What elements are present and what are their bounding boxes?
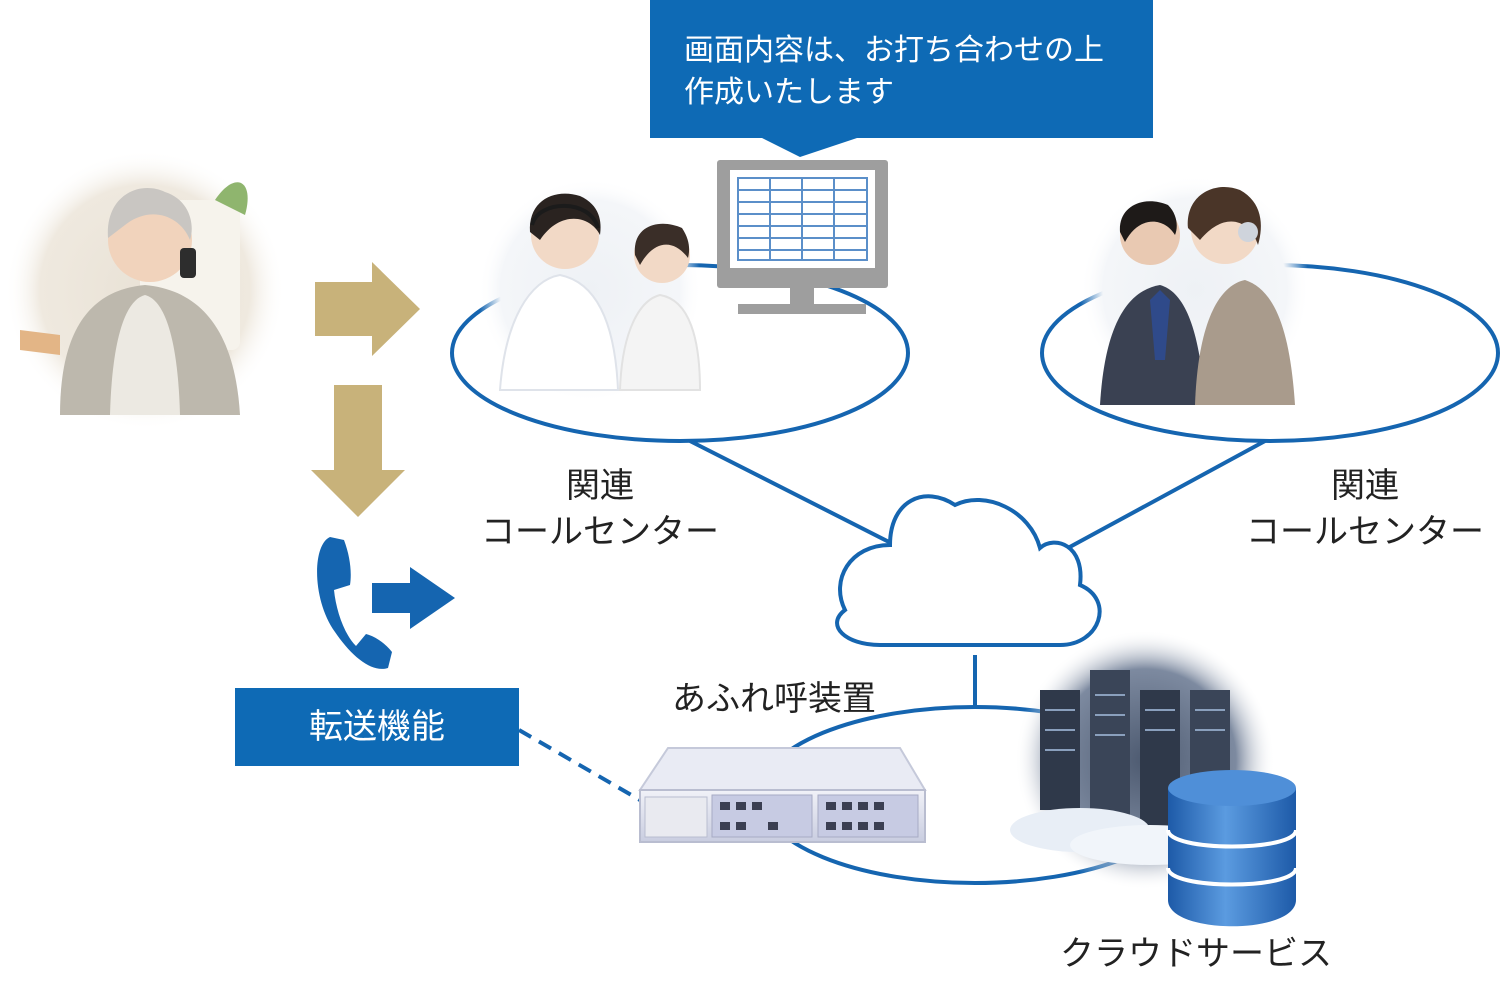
arrow-down-icon	[311, 385, 405, 517]
overflow-device-label: あふれ呼装置	[672, 679, 876, 719]
server-device-icon	[638, 747, 927, 843]
arrow-right-icon	[315, 262, 420, 356]
call-center-right-label-2: コールセンター	[1246, 512, 1484, 552]
operators-left-photo	[478, 178, 702, 402]
link-right-to-cloud	[1054, 439, 1266, 557]
call-center-left-label-1: 関連	[566, 466, 634, 506]
caller-photo	[5, 150, 285, 430]
call-center-right-label-1: 関連	[1331, 466, 1399, 506]
link-transfer-dashed	[517, 728, 642, 802]
cloud-icon	[835, 494, 1102, 647]
callout-tail	[760, 137, 860, 157]
screen-content-callout: 画面内容は、お打ち合わせの上 作成いたします	[650, 0, 1153, 138]
callout-line-1: 画面内容は、お打ち合わせの上	[684, 33, 1104, 68]
transfer-function-badge: 転送機能	[235, 688, 519, 766]
call-center-left-label-2: コールセンター	[481, 512, 719, 552]
monitor-icon	[717, 160, 888, 314]
phone-handset-icon	[317, 537, 392, 669]
database-icon	[1166, 770, 1298, 927]
cloud-service-label: クラウドサービス	[1060, 934, 1332, 974]
transfer-arrow-icon	[372, 567, 455, 629]
callout-line-2: 作成いたします	[684, 75, 894, 110]
link-left-to-cloud	[689, 439, 896, 547]
operators-right-photo	[1080, 175, 1310, 405]
